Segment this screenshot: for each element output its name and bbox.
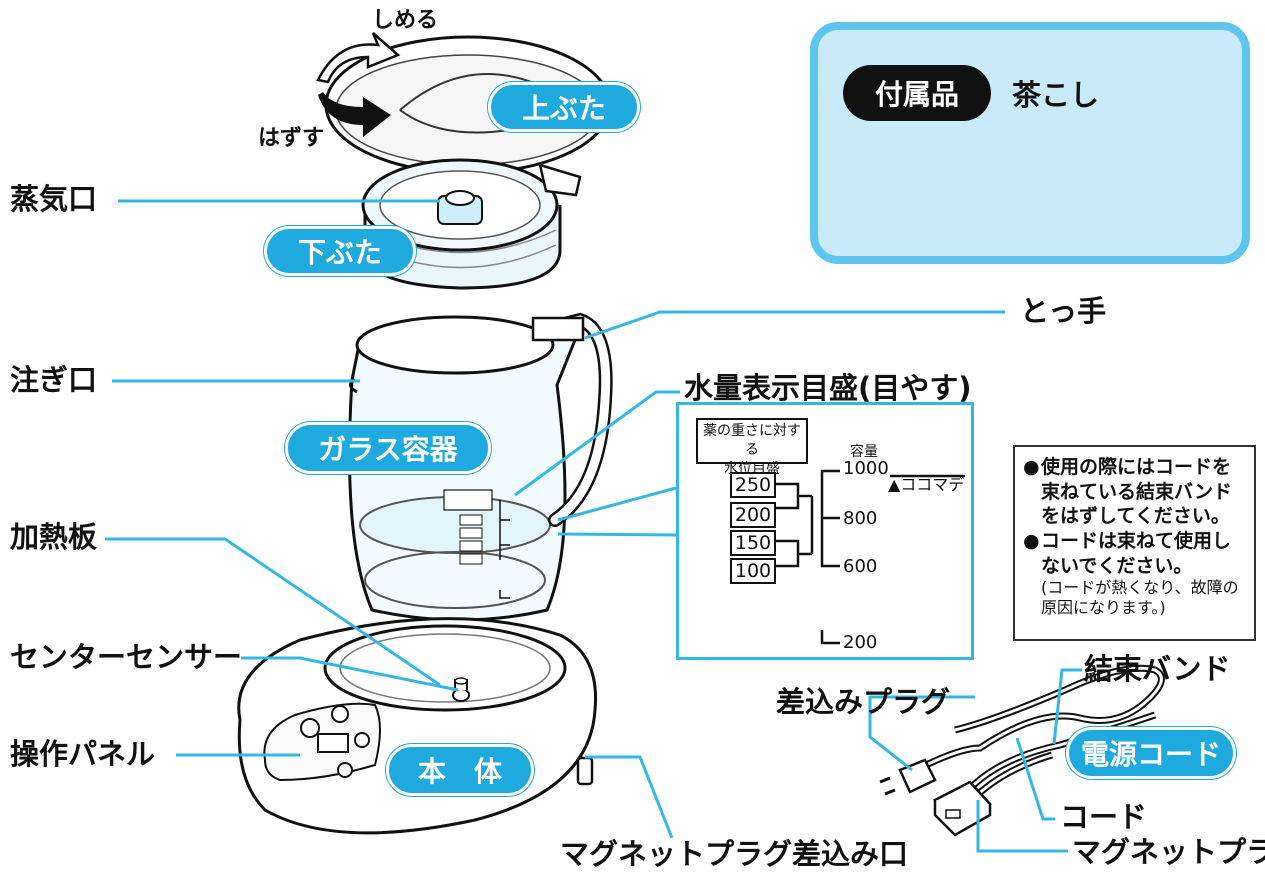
plug-label: 差込みプラグ [776, 685, 951, 719]
accessory-name: 茶こし [1012, 78, 1100, 112]
leader-lines [105, 199, 1082, 853]
capacity-1000: 1000 [843, 458, 889, 479]
rotate-arrows-icon [316, 32, 401, 137]
accessory-badge: 付属品 [843, 65, 991, 121]
scale-header-line1: 薬の重さに対する [703, 423, 801, 458]
herb-150-box: 150 [730, 530, 776, 556]
usage-notice: ●使用の際にはコードを 束ねている結束バンド をはずしてください。 ●コードは束… [1013, 445, 1256, 641]
handle-label: とっ手 [1020, 294, 1107, 328]
notice-item2-sub1: (コードが熱くなり、故障の [1041, 578, 1239, 598]
capacity-200: 200 [843, 632, 878, 653]
notice-item2-sub2: 原因になります。) [1041, 598, 1166, 618]
accessory-panel [810, 22, 1250, 264]
notice-item1-line2: 束ねている結束バンド [1041, 480, 1232, 503]
close-direction-label: しめる [372, 8, 439, 33]
capacity-label: 容量 [850, 444, 878, 460]
magnet-plug-socket-label: マグネットプラグ差込み口 [560, 837, 909, 871]
cord-label: コード [1060, 800, 1148, 834]
notice-item2-line1: コードは束ねて使用し [1041, 530, 1232, 553]
notice-item2-line2: ないでください。 [1041, 554, 1193, 577]
capacity-600: 600 [843, 556, 878, 577]
notice-item1-line1: 使用の際にはコードを [1041, 456, 1232, 478]
herb-250-box: 250 [730, 472, 776, 498]
notice-bullet-1: ● [1023, 456, 1040, 478]
herb-100-box: 100 [730, 558, 776, 584]
capacity-800: 800 [843, 508, 878, 529]
upper-lid-pill: 上ぶた [488, 82, 640, 132]
body-pill: 本 体 [386, 744, 534, 796]
glass-container-pill: ガラス容器 [285, 422, 491, 474]
center-sensor-label: センターセンサー [10, 640, 243, 674]
spout-label: 注ぎ口 [10, 363, 98, 397]
control-panel-label: 操作パネル [10, 737, 156, 771]
heating-plate-label: 加熱板 [10, 520, 98, 554]
lower-lid-pill: 下ぶた [264, 226, 416, 276]
scale-detail-box [676, 402, 974, 660]
binding-band-label: 結束バンド [1084, 652, 1231, 686]
notice-item1-line3: をはずしてください。 [1041, 505, 1230, 528]
notice-bullet-2: ● [1023, 530, 1040, 553]
glass-container-drawing [348, 312, 613, 622]
remove-direction-label: はずす [258, 126, 325, 151]
magnet-plug-label: マグネットプラグ [1072, 835, 1265, 869]
steam-vent-label: 蒸気口 [10, 182, 98, 216]
limit-mark: ▲ココマデ [888, 475, 965, 494]
herb-200-box: 200 [730, 502, 776, 528]
power-cord-pill: 電源コード [1066, 727, 1236, 779]
water-scale-label: 水量表示目盛(目やす) [684, 371, 972, 405]
